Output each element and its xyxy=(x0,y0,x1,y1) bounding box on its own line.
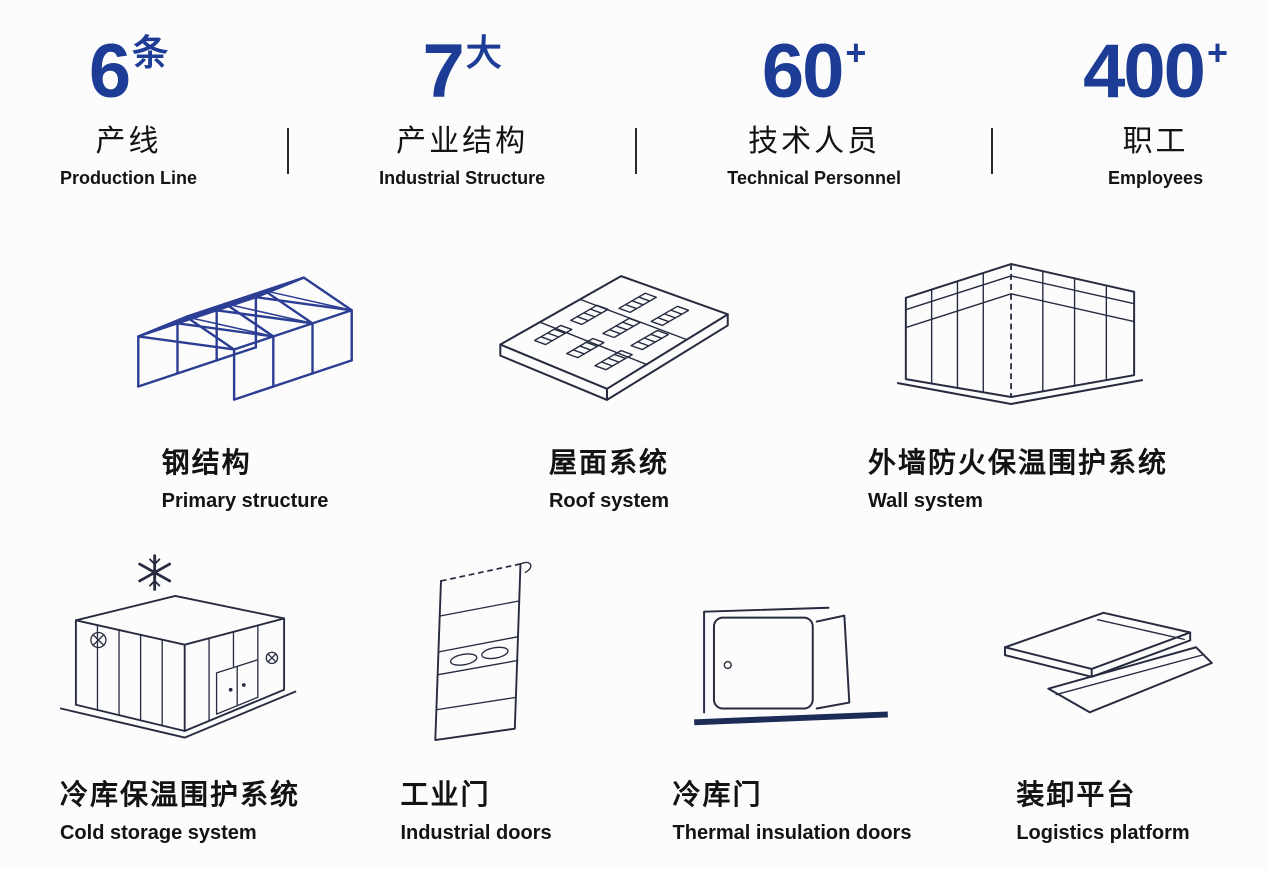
product-caption: 外墙防火保温围护系统 Wall system xyxy=(868,417,1168,513)
stat-label-en: Technical Personnel xyxy=(727,168,902,189)
product-label-cn: 外墙防火保温围护系统 xyxy=(867,447,1168,479)
product-roof-system: 屋面系统 Roof system xyxy=(449,215,769,513)
stat-number-value: 7 xyxy=(422,29,464,114)
stat-number-suffix: 大 xyxy=(465,32,502,73)
door-window xyxy=(481,646,509,660)
stat-number-suffix: 条 xyxy=(132,32,169,73)
industrial-door-illustration xyxy=(405,547,547,749)
stat-employees: 400+ 职工 Employees xyxy=(1083,34,1228,189)
stat-divider xyxy=(287,128,290,174)
products-row-1: 钢结构 Primary structure xyxy=(0,215,1268,513)
cold-storage-door-illustration xyxy=(688,547,896,749)
stat-number: 60+ xyxy=(727,34,901,110)
door-window xyxy=(449,653,478,667)
snowflake-icon xyxy=(138,554,172,591)
steel-structure-illustration xyxy=(104,215,386,417)
stat-industrial-structure: 7大 产业结构 Industrial Structure xyxy=(379,34,546,189)
roof-system-icon xyxy=(499,275,729,402)
product-steel-structure: 钢结构 Primary structure xyxy=(75,215,415,513)
product-label-en: Roof system xyxy=(548,490,670,513)
door-handle-dot xyxy=(241,683,246,688)
product-label-cn: 屋面系统 xyxy=(548,447,669,479)
product-caption: 冷库门 Thermal insulation doors xyxy=(673,749,912,845)
stat-number-suffix: + xyxy=(1206,32,1228,73)
dock-leveler-illustration xyxy=(987,547,1219,749)
stat-label-cn: 产线 xyxy=(95,125,162,159)
products-row-2: 冷库保温围护系统 Cold storage system 工业门 Industr… xyxy=(0,547,1268,845)
industrial-door-icon xyxy=(434,561,532,742)
stat-label-cn: 职工 xyxy=(1122,125,1189,159)
door-handle xyxy=(723,661,732,670)
stat-label-en: Production Line xyxy=(60,168,197,189)
stat-label-en: Employees xyxy=(1108,168,1204,189)
product-cold-storage-door: 冷库门 Thermal insulation doors xyxy=(622,547,962,845)
product-label-en: Wall system xyxy=(867,490,983,513)
stat-number: 6条 xyxy=(60,34,197,110)
product-label-en: Logistics platform xyxy=(1016,822,1190,845)
product-caption: 工业门 Industrial doors xyxy=(400,749,551,845)
fan-icon xyxy=(265,651,279,665)
product-cold-storage: 冷库保温围护系统 Cold storage system xyxy=(30,547,330,845)
product-label-cn: 钢结构 xyxy=(161,447,252,479)
product-caption: 钢结构 Primary structure xyxy=(162,417,329,513)
stat-number-value: 6 xyxy=(88,29,131,114)
cold-storage-icon xyxy=(59,554,297,739)
stat-production-line: 6条 产线 Production Line xyxy=(60,34,197,189)
wall-system-icon xyxy=(896,263,1144,406)
product-label-cn: 冷库门 xyxy=(672,779,763,811)
stat-technical-personnel: 60+ 技术人员 Technical Personnel xyxy=(727,34,902,189)
product-label-en: Thermal insulation doors xyxy=(672,822,912,845)
product-label-cn: 装卸平台 xyxy=(1016,779,1137,811)
stat-label-cn: 技术人员 xyxy=(748,125,881,159)
stat-number: 7大 xyxy=(379,34,545,110)
roof-system-illustration xyxy=(478,215,740,417)
stat-number: 400+ xyxy=(1083,34,1228,110)
stat-number-value: 60 xyxy=(761,29,845,114)
steel-structure-icon xyxy=(137,276,353,401)
stat-label-en: Industrial Structure xyxy=(379,168,546,189)
product-caption: 冷库保温围护系统 Cold storage system xyxy=(60,749,300,845)
stat-label-cn: 产业结构 xyxy=(396,125,529,159)
product-label-en: Primary structure xyxy=(161,490,329,513)
product-label-cn: 工业门 xyxy=(400,779,491,811)
product-industrial-door: 工业门 Industrial doors xyxy=(336,547,616,845)
stat-number-value: 400 xyxy=(1083,29,1206,114)
product-label-en: Cold storage system xyxy=(59,822,257,845)
stat-divider xyxy=(635,128,638,174)
product-dock-leveler: 装卸平台 Logistics platform xyxy=(968,547,1238,845)
product-caption: 装卸平台 Logistics platform xyxy=(1016,749,1189,845)
door-handle-dot xyxy=(228,688,233,692)
wall-system-illustration xyxy=(884,215,1152,417)
fan-icon xyxy=(90,632,107,649)
stats-row: 6条 产线 Production Line 7大 产业结构 Industrial… xyxy=(0,0,1268,189)
stat-number-suffix: + xyxy=(845,32,867,73)
stat-divider xyxy=(991,128,994,174)
product-wall-system: 外墙防火保温围护系统 Wall system xyxy=(803,215,1233,513)
cold-storage-illustration xyxy=(44,547,316,749)
cold-storage-door-icon xyxy=(694,606,888,726)
product-caption: 屋面系统 Roof system xyxy=(549,417,669,513)
dock-leveler-icon xyxy=(1003,611,1213,714)
product-label-cn: 冷库保温围护系统 xyxy=(59,779,300,811)
product-label-en: Industrial doors xyxy=(400,822,552,845)
